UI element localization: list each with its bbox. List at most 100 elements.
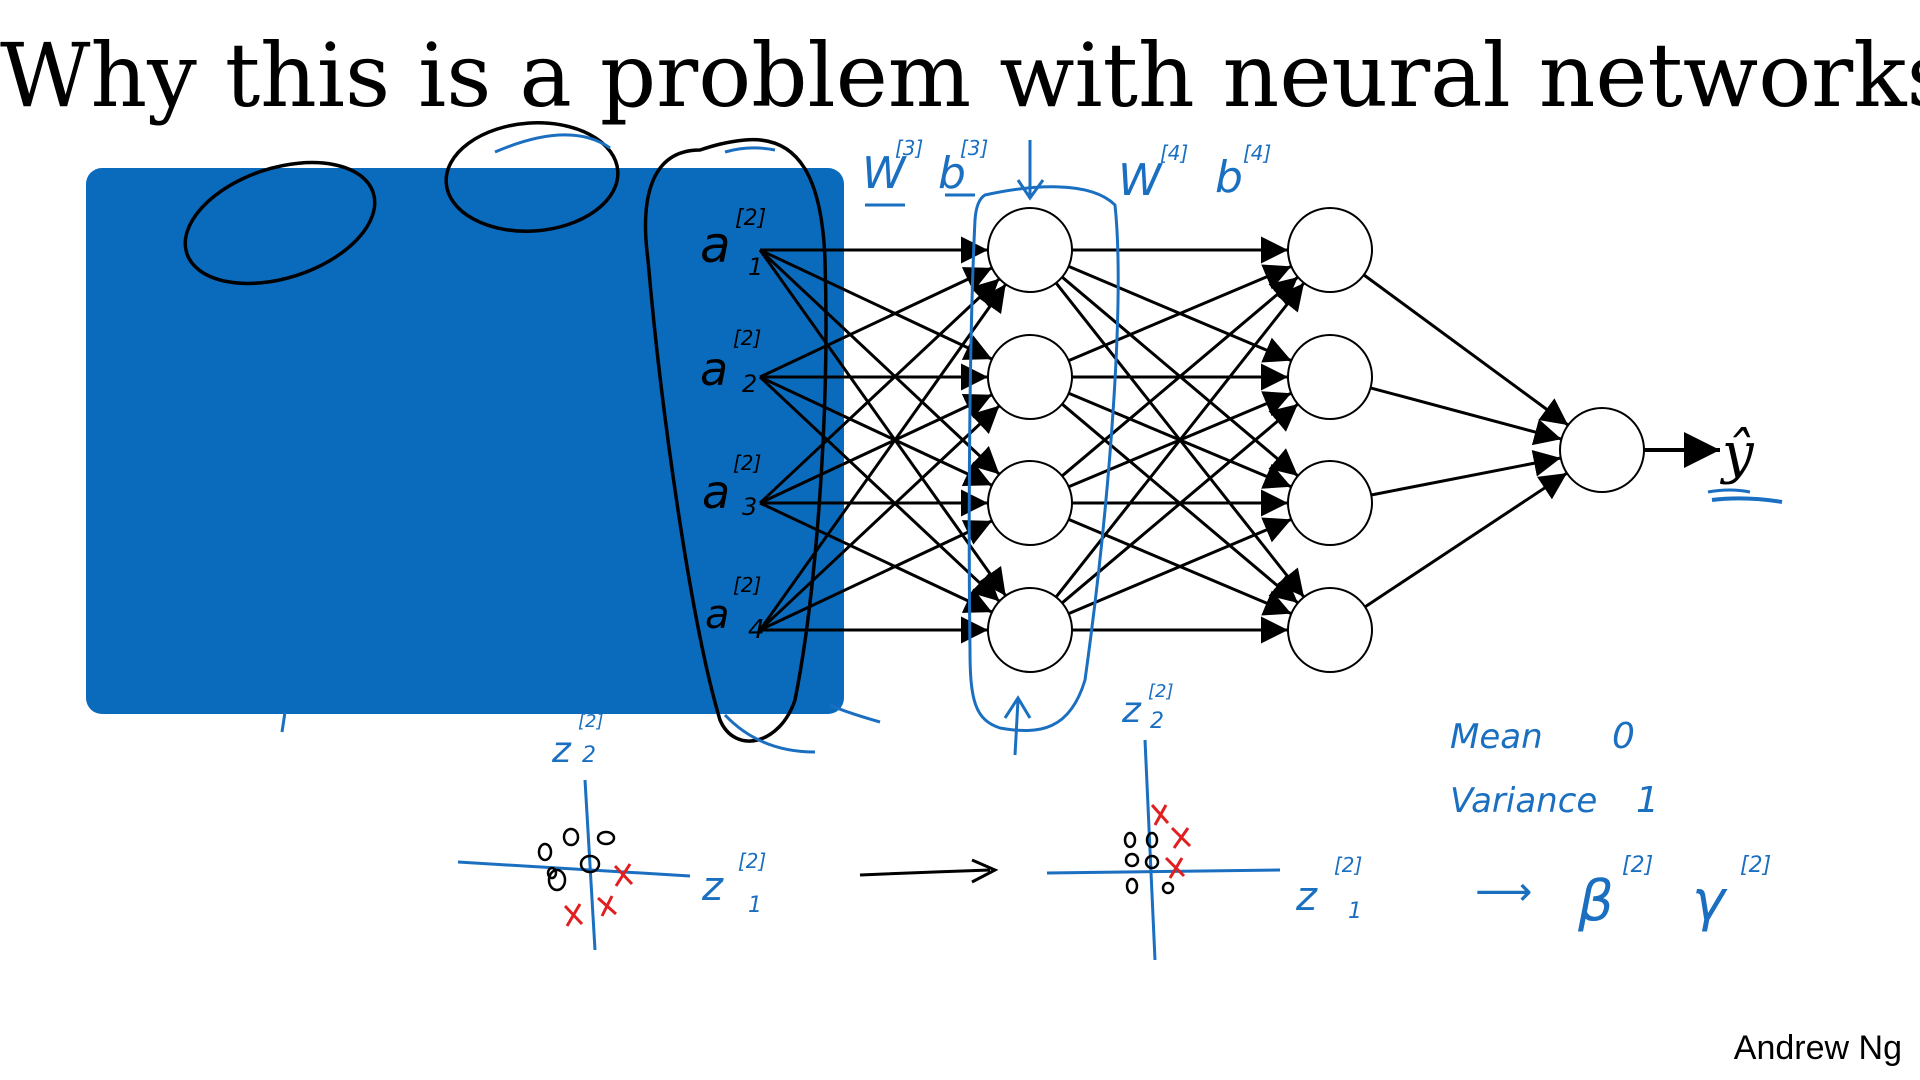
edge-l0-0-to-2	[758, 248, 1001, 476]
edge-l1-3-to-1	[1061, 402, 1299, 605]
mean-value: 0	[1612, 716, 1635, 757]
a3-sub: 3	[742, 493, 757, 521]
beta-sup: [2]	[1622, 853, 1653, 878]
edge-l0-0-to-1	[759, 248, 993, 361]
a2-sup: [2]	[733, 326, 761, 350]
z2-left-sub: 2	[582, 743, 596, 768]
stray-mark-4	[494, 133, 611, 154]
z2-left: z	[551, 730, 572, 771]
stray-mark-3	[829, 703, 881, 724]
z2-left-sup: [2]	[578, 711, 604, 732]
stray-mark-5	[724, 146, 776, 154]
neuron-layer4-3	[1287, 460, 1373, 546]
weight-labels: W [3] b [3] W [4] b [4]	[862, 136, 1271, 207]
edge-l1-3-to-2	[1068, 517, 1292, 616]
edge-l0-2-to-0	[758, 277, 1001, 505]
w3-underline	[865, 193, 975, 207]
a3-sup: [2]	[733, 451, 761, 475]
z2-right-sub: 2	[1150, 709, 1164, 734]
scatter-before	[457, 779, 691, 951]
a2-sub: 2	[742, 370, 757, 398]
edge-l0-3-to-1	[758, 404, 1001, 632]
neuron-layer5-1	[1559, 407, 1645, 493]
a4-label: a	[705, 592, 730, 638]
edge-l1-1-to-0	[1068, 264, 1292, 363]
z-labels-right: z [2] 2 z [2] 1	[1121, 681, 1362, 924]
z1-right-sup: [2]	[1334, 853, 1362, 877]
edge-l0-1-to-2	[759, 375, 993, 487]
variance-label: Variance	[1450, 781, 1597, 821]
network-edges	[758, 236, 1570, 644]
w4-sup: [4]	[1160, 141, 1188, 165]
b3-sup: [3]	[960, 136, 988, 160]
neuron-layer4-2	[1287, 334, 1373, 420]
w3-label: W	[862, 148, 907, 199]
circle-annotation-2	[444, 121, 620, 233]
neuron-layer3-1	[987, 207, 1073, 293]
z1-left-sub: 1	[748, 893, 762, 918]
edge-l2-0-to-0	[1362, 273, 1570, 427]
a1-sup: [2]	[735, 206, 766, 231]
output-underline-2	[1707, 488, 1751, 494]
edge-l2-2-to-0	[1370, 449, 1562, 497]
author-credit: Andrew Ng	[1733, 1029, 1902, 1067]
normalization-notes: Mean 0 Variance 1 ⟶ β [2] γ [2]	[1450, 716, 1771, 934]
a2-label: a	[700, 342, 728, 396]
neuron-layer4-4	[1287, 587, 1373, 673]
stray-mark-2	[723, 713, 816, 754]
occluding-blue-box	[86, 168, 844, 714]
b4-label: b	[1215, 152, 1243, 203]
edge-l0-1-to-3	[758, 375, 1001, 603]
gamma-label: γ	[1692, 869, 1728, 934]
z1-left: z	[701, 864, 724, 910]
output-underline	[1711, 496, 1783, 504]
a1-label: a	[700, 216, 731, 274]
neuron-layer3-2	[987, 334, 1073, 420]
gamma-sup: [2]	[1740, 853, 1771, 878]
b3-label: b	[938, 148, 966, 199]
circle-layer3	[967, 185, 1120, 732]
slide-title: Why this is a problem with neural networ…	[0, 24, 1920, 127]
neuron-layer4-1	[1287, 207, 1373, 293]
circle-layer2-activations	[643, 137, 828, 743]
w4-label: W	[1118, 155, 1163, 206]
edge-l2-1-to-0	[1370, 386, 1562, 446]
z2-right: z	[1121, 690, 1142, 731]
edge-l0-2-to-3	[759, 501, 993, 614]
variance-value: 1	[1636, 780, 1659, 821]
edge-l1-2-to-0	[1061, 275, 1299, 478]
beta-label: β	[1577, 869, 1614, 934]
b4-sup: [4]	[1243, 141, 1271, 165]
scatter-after	[1046, 739, 1281, 961]
network-nodes	[987, 207, 1645, 673]
edge-l0-3-to-2	[759, 519, 993, 632]
arrow-up-layer3	[1003, 695, 1032, 756]
z2-right-sup: [2]	[1148, 681, 1174, 702]
z1-left-sup: [2]	[738, 849, 766, 873]
z1-right-sub: 1	[1348, 899, 1362, 924]
a4-sup: [2]	[733, 573, 761, 597]
neuron-layer3-4	[987, 587, 1073, 673]
z1-right: z	[1295, 874, 1318, 920]
edge-l0-3-to-0	[758, 283, 1007, 631]
a4-sub: 4	[748, 615, 765, 645]
neuron-layer3-3	[987, 460, 1073, 546]
edge-l0-1-to-0	[759, 266, 993, 379]
stray-mark-1	[280, 711, 287, 733]
mean-label: Mean	[1450, 717, 1543, 757]
circle-annotation-1	[183, 160, 377, 286]
output-label: ŷ	[1719, 421, 1755, 486]
edge-l1-3-to-0	[1054, 282, 1306, 598]
arrow-down-layer3	[1016, 140, 1045, 201]
edge-l0-2-to-1	[759, 393, 993, 505]
edge-l2-3-to-0	[1364, 471, 1568, 609]
tilde-arrow: ⟶	[1475, 869, 1532, 915]
w3-sup: [3]	[895, 136, 923, 160]
a1-sub: 1	[748, 253, 763, 281]
a3-label: a	[702, 465, 730, 519]
activation-labels: a [2] 1 a [2] 2 a [2] 3 a [2] 4	[700, 206, 766, 645]
z-labels-left: z [2] 2 z [2] 1	[551, 711, 766, 918]
transform-arrow	[859, 858, 999, 884]
